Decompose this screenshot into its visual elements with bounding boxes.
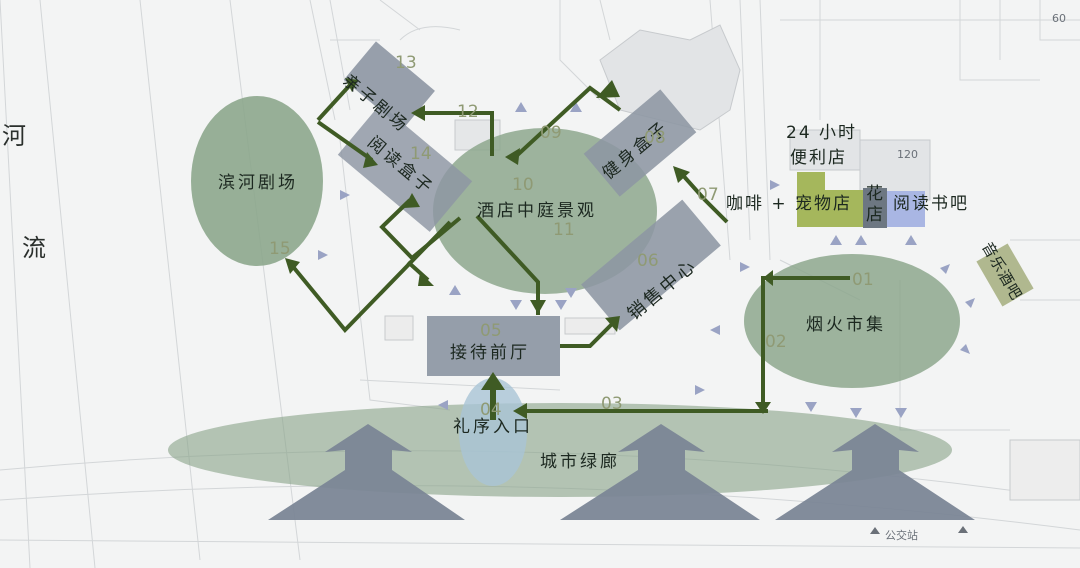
background-number-label-2: 120 <box>897 148 918 161</box>
route-07-08 <box>678 170 729 224</box>
background-buildings <box>384 24 1080 501</box>
route-10-12 <box>420 111 494 156</box>
sequence-number-13: 13 <box>395 53 417 73</box>
flow-arrow-left <box>268 424 465 520</box>
sequence-number-08: 08 <box>644 128 666 148</box>
river-label-he: 河 <box>2 122 26 150</box>
route-loop-15 <box>288 220 452 333</box>
scatter-arrows <box>318 102 975 418</box>
ceremony-entrance-label: 礼序入口 <box>453 417 533 437</box>
reading-bar-label: 阅读书吧 <box>893 194 969 214</box>
store-24h-label-line1: 24 小时 <box>786 123 858 143</box>
store-24h-label-line2: 便利店 <box>790 148 847 168</box>
binhe-theater-label: 滨河剧场 <box>218 173 298 193</box>
store-24h-box <box>797 172 825 227</box>
river-label-liu: 流 <box>22 234 46 262</box>
flower-shop-label-1: 花 <box>866 184 883 204</box>
sequence-number-03: 03 <box>601 394 623 414</box>
parent-child-theater-box <box>343 41 435 130</box>
sequence-number-01: 01 <box>852 270 874 290</box>
route-theater-reading <box>316 120 374 162</box>
sequence-number-02: 02 <box>765 332 787 352</box>
reception-hall-box <box>427 316 560 376</box>
reading-bar-box <box>887 191 925 227</box>
reception-hall-label: 接待前厅 <box>450 343 530 363</box>
binhe-theater-zone <box>191 96 323 266</box>
sales-center-box <box>581 199 721 331</box>
city-greenway-label: 城市绿廊 <box>540 452 620 472</box>
flower-shop-box <box>863 188 887 228</box>
sequence-number-12: 12 <box>457 102 479 122</box>
fireworks-market-zone <box>744 254 960 388</box>
sequence-number-11: 11 <box>553 220 575 240</box>
bus-stop-marker <box>870 526 968 534</box>
sequence-number-09: 09 <box>540 123 562 143</box>
fitness-box <box>583 89 697 197</box>
flow-arrow-right <box>775 424 975 520</box>
background-number-label: 60 <box>1052 12 1066 25</box>
route-reading-theater <box>316 83 352 122</box>
route-arrows <box>288 83 850 420</box>
coffee-pet-label: 咖啡 + 宠物店 <box>726 194 853 214</box>
route-09-12 <box>510 85 622 162</box>
sequence-number-04: 04 <box>480 400 502 420</box>
sequence-number-06: 06 <box>637 251 659 271</box>
flower-shop-label-2: 店 <box>866 205 883 225</box>
sequence-number-07: 07 <box>697 185 719 205</box>
coffee-pet-box <box>825 190 863 227</box>
sequence-number-15: 15 <box>269 239 291 259</box>
sequence-number-05: 05 <box>480 321 502 341</box>
sequence-number-14: 14 <box>410 144 432 164</box>
route-05-06 <box>560 321 615 348</box>
reading-box <box>337 104 473 232</box>
fireworks-market-label: 烟火市集 <box>806 315 886 335</box>
music-bar-box <box>976 243 1034 307</box>
hotel-courtyard-label: 酒店中庭景观 <box>477 201 597 221</box>
sequence-number-10: 10 <box>512 175 534 195</box>
route-arrowheads <box>285 78 773 419</box>
pedestrian-flow-arrows <box>268 424 975 520</box>
ceremony-entrance-zone <box>459 378 527 486</box>
bus-stop-label: 公交站 <box>885 529 918 542</box>
flow-arrow-center <box>560 424 760 520</box>
